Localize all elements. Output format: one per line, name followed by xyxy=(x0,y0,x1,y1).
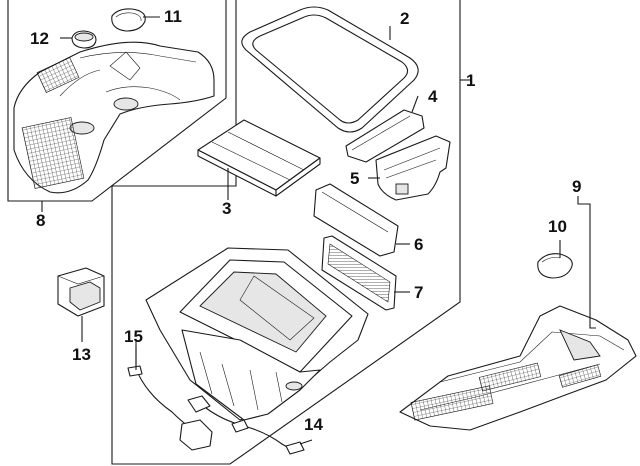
part-14-cable[interactable] xyxy=(187,395,305,455)
callout-7: 7 xyxy=(414,283,423,302)
callout-9: 9 xyxy=(572,177,581,196)
part-10-cap[interactable] xyxy=(537,253,573,279)
callout-10: 10 xyxy=(548,217,567,236)
callout-4: 4 xyxy=(428,87,438,106)
frame-group-1 xyxy=(111,0,461,465)
part-1-storage-bin[interactable] xyxy=(145,247,369,421)
callout-2: 2 xyxy=(400,9,409,28)
part-2-seal[interactable] xyxy=(241,6,419,133)
part-12-plug[interactable] xyxy=(71,30,97,49)
callout-11: 11 xyxy=(164,7,182,26)
callout-13: 13 xyxy=(72,345,91,364)
leader-lines xyxy=(41,16,596,445)
part-9-scuff-plate[interactable] xyxy=(399,305,637,431)
part-7-net-panel[interactable] xyxy=(321,235,397,311)
part-11-cap[interactable] xyxy=(111,8,146,32)
callout-1: 1 xyxy=(466,71,475,90)
callout-8: 8 xyxy=(36,211,45,230)
part-4-cover[interactable] xyxy=(345,109,425,163)
callout-6: 6 xyxy=(414,235,423,254)
callout-12: 12 xyxy=(30,29,49,48)
callout-5: 5 xyxy=(350,169,359,188)
callout-3: 3 xyxy=(222,199,231,218)
callout-14: 14 xyxy=(304,415,323,434)
part-13-switch[interactable] xyxy=(57,267,105,317)
callout-15: 15 xyxy=(124,327,143,346)
frame-group-8 xyxy=(7,0,227,202)
part-6-divider[interactable] xyxy=(313,183,399,257)
part-8-panel[interactable] xyxy=(13,41,215,194)
part-5-tray[interactable] xyxy=(375,135,451,201)
part-3-floor-panel[interactable] xyxy=(197,119,321,197)
